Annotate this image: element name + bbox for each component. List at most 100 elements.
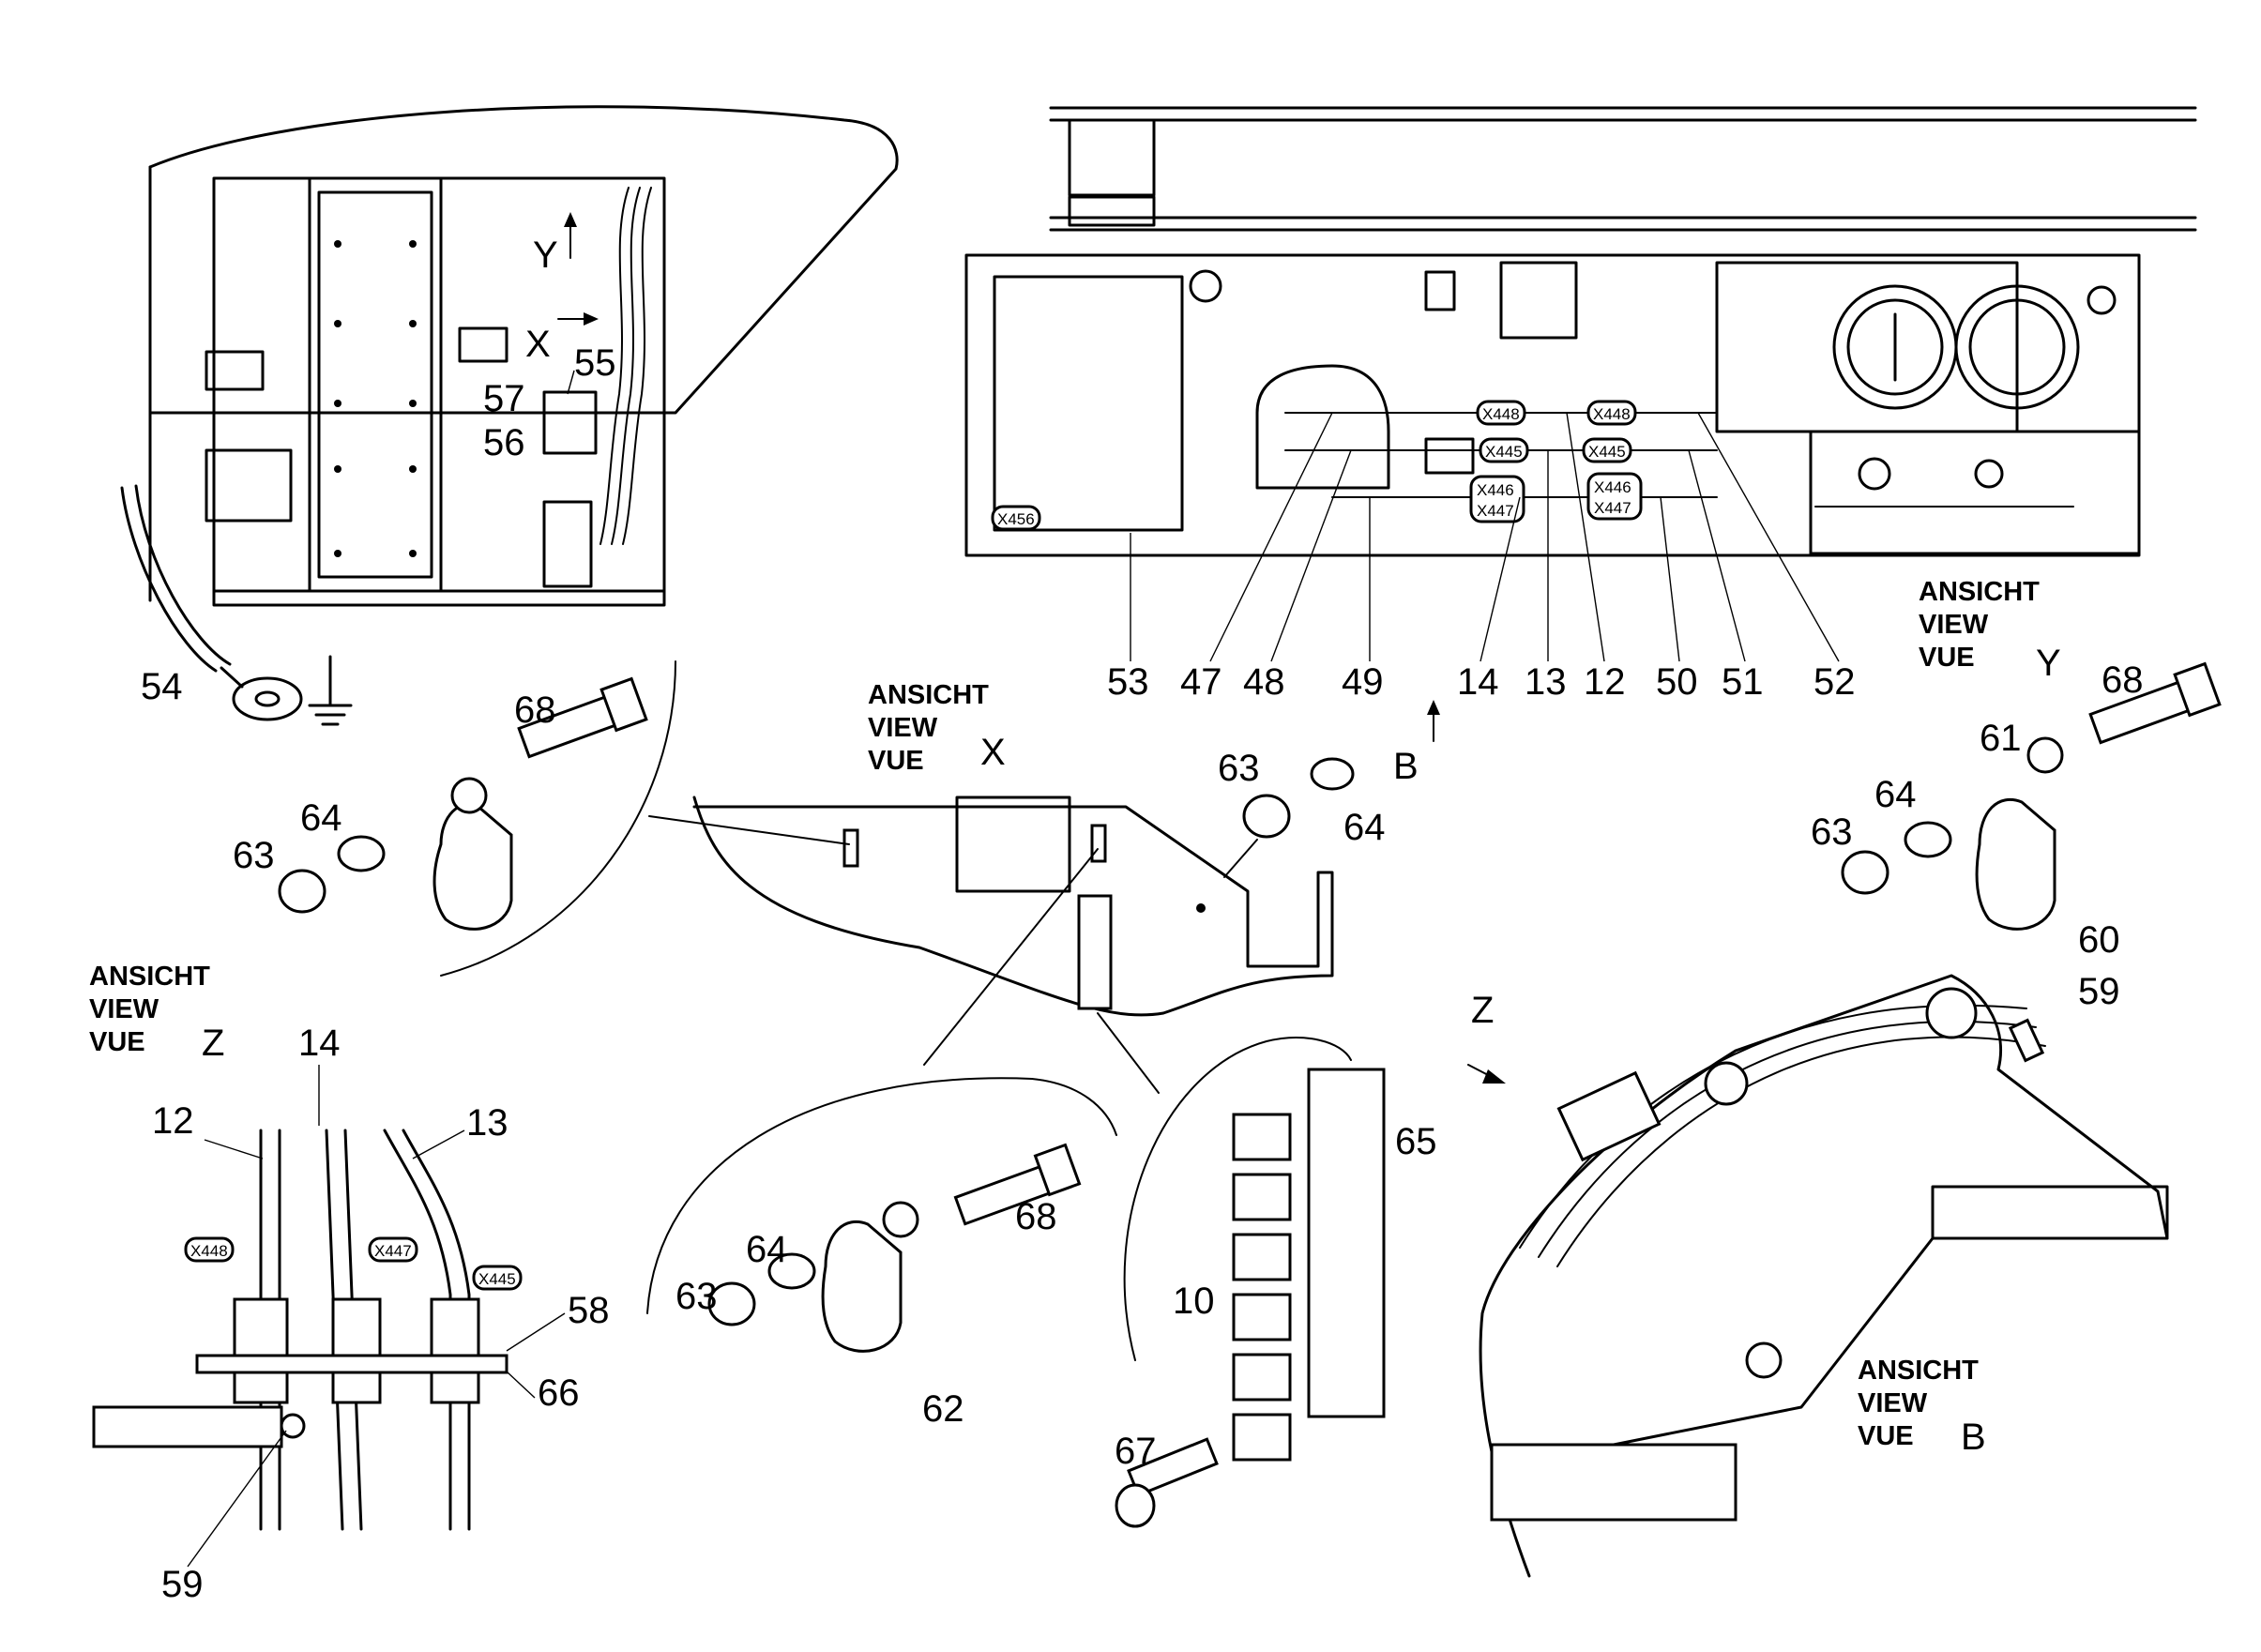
svg-text:VIEW: VIEW — [1858, 1388, 1928, 1418]
svg-text:Y: Y — [533, 235, 558, 276]
callout-49: 49 — [1342, 661, 1384, 703]
callout-14-z: 14 — [298, 1023, 341, 1064]
callout-66: 66 — [538, 1372, 580, 1414]
svg-text:VIEW: VIEW — [868, 713, 938, 743]
svg-text:ANSICHT: ANSICHT — [1858, 1356, 1979, 1386]
connector-tag-x445: X445 — [1479, 437, 1529, 463]
connector-tag-x445: X445 — [472, 1265, 523, 1291]
clamp-set-center — [646, 1077, 1117, 1353]
callout-68-right: 68 — [2102, 659, 2144, 701]
callout-63-left: 63 — [233, 835, 275, 876]
svg-text:X445: X445 — [478, 1270, 516, 1288]
bracket-view — [648, 796, 1334, 1094]
svg-text:VIEW: VIEW — [89, 994, 159, 1024]
view-label-x: ANSICHT VIEW VUE X — [868, 680, 1006, 776]
callout-14-top: 14 — [1457, 661, 1499, 703]
callout-13-z: 13 — [466, 1102, 508, 1144]
callout-12-z: 12 — [152, 1100, 194, 1142]
svg-text:X448: X448 — [1482, 405, 1520, 423]
connector-tag-x456: X456 — [991, 505, 1041, 531]
svg-text:Z: Z — [202, 1023, 224, 1064]
callout-57: 57 — [483, 378, 525, 419]
svg-text:X456: X456 — [997, 510, 1035, 528]
svg-text:Y: Y — [2036, 643, 2061, 684]
svg-text:ANSICHT: ANSICHT — [868, 680, 989, 710]
svg-text:VUE: VUE — [868, 746, 924, 776]
terminal-strip-view — [1115, 1037, 1386, 1528]
callout-65: 65 — [1395, 1121, 1437, 1162]
callout-63-mid: 63 — [1218, 748, 1260, 789]
callout-67: 67 — [1115, 1431, 1157, 1472]
callout-59-right: 59 — [2078, 971, 2120, 1012]
callout-52: 52 — [1813, 661, 1856, 703]
svg-text:VUE: VUE — [1858, 1421, 1914, 1451]
svg-text:ANSICHT: ANSICHT — [89, 962, 210, 992]
connector-tag-x446-x447: X446 X447 — [1469, 475, 1525, 523]
callout-61: 61 — [1980, 718, 2022, 759]
svg-text:X447: X447 — [374, 1242, 412, 1260]
connector-tag-x445: X445 — [1582, 437, 1632, 463]
svg-text:X445: X445 — [1485, 443, 1523, 461]
connector-view-z — [92, 1129, 508, 1531]
svg-text:X448: X448 — [190, 1242, 228, 1260]
callout-51: 51 — [1722, 661, 1764, 703]
svg-text:VIEW: VIEW — [1919, 610, 1989, 640]
callout-58: 58 — [568, 1290, 610, 1331]
callout-64-right: 64 — [1874, 774, 1917, 815]
callout-63-center: 63 — [675, 1276, 718, 1317]
callout-64-center: 64 — [746, 1229, 788, 1270]
svg-text:X448: X448 — [1593, 405, 1631, 423]
callout-13-top: 13 — [1525, 661, 1567, 703]
callout-60: 60 — [2078, 919, 2120, 961]
svg-text:VUE: VUE — [1919, 643, 1975, 673]
view-arrow-z: Z — [1467, 990, 1506, 1084]
connector-tag-x448: X448 — [1586, 400, 1637, 426]
leader-lines — [187, 370, 1840, 1568]
svg-text:X447: X447 — [1477, 502, 1514, 520]
callout-59-z: 59 — [161, 1564, 204, 1605]
callout-48: 48 — [1243, 661, 1285, 703]
callouts: 55 57 56 54 53 47 48 49 14 13 12 50 51 5… — [141, 342, 2144, 1605]
view-label-z: ANSICHT VIEW VUE Z — [89, 962, 224, 1064]
svg-text:B: B — [1393, 746, 1419, 787]
callout-64-left: 64 — [300, 797, 342, 839]
svg-text:B: B — [1961, 1417, 1986, 1458]
view-label-y: ANSICHT VIEW VUE Y — [1919, 577, 2061, 684]
connector-tag-x448: X448 — [1476, 400, 1526, 426]
svg-text:Z: Z — [1471, 990, 1494, 1031]
svg-text:X447: X447 — [1594, 499, 1631, 517]
view-arrow-x: X — [525, 312, 599, 365]
callout-68-left: 68 — [514, 690, 556, 731]
callout-68-center: 68 — [1015, 1196, 1057, 1237]
callout-53: 53 — [1107, 661, 1149, 703]
view-label-b: ANSICHT VIEW VUE B — [1858, 1356, 1986, 1458]
lift-arm-view-b — [1479, 974, 2169, 1578]
callout-47: 47 — [1180, 661, 1222, 703]
connector-tag-x448: X448 — [184, 1236, 235, 1263]
callout-50: 50 — [1656, 661, 1698, 703]
callout-62: 62 — [922, 1388, 964, 1430]
connector-tag-x446-x447: X446 X447 — [1586, 472, 1643, 521]
clamp-set-left — [278, 660, 676, 977]
callout-54: 54 — [141, 666, 183, 707]
clamp-set-right — [1841, 661, 2222, 931]
callout-55: 55 — [574, 342, 616, 384]
svg-text:ANSICHT: ANSICHT — [1919, 577, 2040, 607]
machine-frame-view — [964, 106, 2197, 557]
callout-10: 10 — [1173, 1281, 1215, 1322]
callout-64-mid: 64 — [1343, 807, 1386, 848]
callout-63-right: 63 — [1811, 811, 1853, 853]
svg-text:VUE: VUE — [89, 1027, 145, 1057]
nut-washer-pair — [1242, 757, 1355, 839]
connector-tag-x447: X447 — [368, 1236, 418, 1263]
callout-12-top: 12 — [1584, 661, 1626, 703]
svg-text:X446: X446 — [1477, 481, 1514, 499]
svg-text:X446: X446 — [1594, 478, 1631, 496]
svg-text:X: X — [525, 324, 551, 365]
control-box-view — [120, 105, 899, 726]
svg-text:X445: X445 — [1588, 443, 1626, 461]
view-arrow-b: B — [1393, 700, 1440, 787]
callout-56: 56 — [483, 422, 525, 463]
svg-text:X: X — [980, 732, 1006, 773]
